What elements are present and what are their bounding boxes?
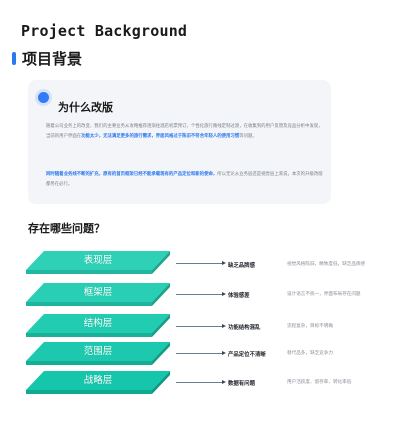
layer-label: 战略层 — [83, 375, 113, 386]
issue-desc: 视觉风格陈旧，精致度低，缺乏品牌感 — [287, 262, 366, 267]
para2-text: 所以无论从业务层还是视觉层上来说，本次的升级改版都势在必行。 — [46, 172, 323, 187]
layer-shape-scope — [26, 342, 170, 365]
card-paragraph-1: 随着公司业务上的改变，我们的主要业务从攻略推荐逐渐往酒店机票预订，个性化旅行路线… — [46, 122, 324, 141]
layer-shape-presentation — [26, 251, 170, 274]
issue-desc: 用户活跃度、留存率、转化率低 — [287, 380, 352, 385]
background-card — [28, 80, 331, 204]
arrow-right-icon — [222, 261, 226, 265]
layer-label: 结构层 — [83, 318, 113, 329]
layer-shape-framework — [26, 283, 170, 306]
arrow-right-icon — [222, 292, 226, 296]
issue-label: 产品定位不清晰 — [228, 352, 266, 358]
para1-tail: 等问题。 — [239, 133, 257, 139]
layer-framework: 框架层 — [26, 283, 170, 307]
layer-scope: 范围层 — [26, 342, 170, 366]
issue-desc: 设计语言不统一，界面布局存在问题 — [287, 292, 361, 297]
bullet-dot-icon — [38, 92, 49, 103]
arrow-right-icon — [222, 324, 226, 328]
connector-arrow — [176, 292, 226, 297]
issue-label: 缺乏品牌感 — [228, 263, 255, 269]
issue-desc: 替代品多，缺乏竞争力 — [287, 351, 333, 356]
page-title-en: Project Background — [21, 22, 188, 40]
arrow-right-icon — [222, 380, 226, 384]
issue-label: 功能结构混乱 — [228, 325, 261, 331]
layer-shape-structure — [26, 314, 170, 337]
page-title-cn-row: 项目背景 — [12, 48, 82, 68]
card-paragraph-2: 同时随着业务线不断的扩充，原有的首页框架已经不能承载现有的产品定位和新的使命，所… — [46, 170, 324, 189]
layer-presentation: 表现层 — [26, 251, 170, 275]
arrow-right-icon — [222, 351, 226, 355]
layer-shape-strategy — [26, 371, 170, 394]
para1-highlight: 功能太少，无法满足更多的旅行需求，界面风格过于陈旧不符合年轻人的使用习惯 — [81, 133, 240, 139]
issue-label: 数据有问题 — [228, 381, 255, 387]
connector-arrow — [176, 324, 226, 329]
connector-arrow — [176, 380, 226, 385]
connector-arrow — [176, 351, 226, 356]
para2-highlight: 同时随着业务线不断的扩充，原有的首页框架已经不能承载现有的产品定位和新的使命， — [46, 172, 218, 177]
issue-desc: 流程复杂，目标不明确 — [287, 324, 333, 329]
layer-strategy: 战略层 — [26, 371, 170, 395]
para1-text: 随着公司业务上的改变，我们的主要业务从攻略推荐逐渐往酒店机票预订，个性化旅行路线… — [46, 124, 323, 139]
layer-label: 框架层 — [83, 287, 113, 298]
title-accent-bar — [12, 51, 16, 65]
issue-label: 体验感差 — [228, 293, 250, 299]
layer-structure: 结构层 — [26, 314, 170, 338]
page-title-cn: 项目背景 — [22, 49, 83, 68]
problems-title: 存在哪些问题？ — [28, 222, 105, 235]
layer-label: 表现层 — [83, 255, 113, 266]
layer-label: 范围层 — [83, 346, 113, 357]
card-title: 为什么改版 — [58, 101, 113, 114]
connector-arrow — [176, 261, 226, 266]
